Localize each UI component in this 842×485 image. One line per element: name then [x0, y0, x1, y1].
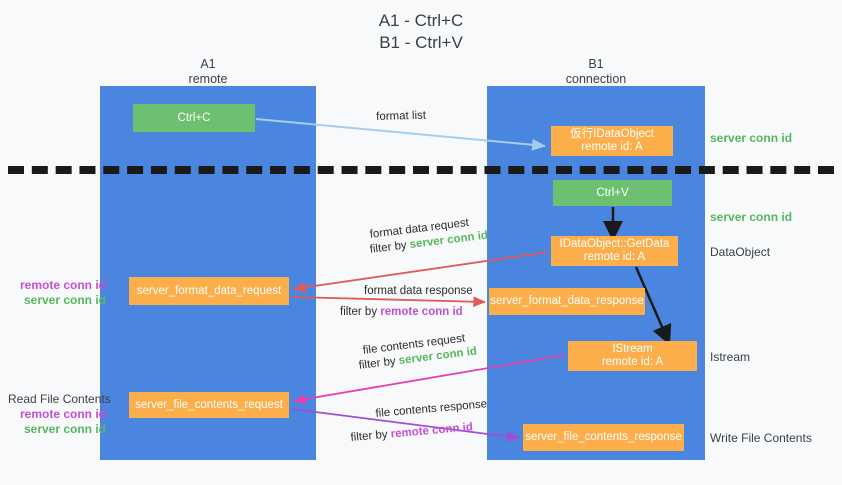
box-idataobject[interactable]: 仮行IDataObject remote id: A	[551, 126, 673, 156]
filter-value-remote-conn-id: remote conn id	[380, 306, 463, 318]
box-ctrl-v[interactable]: Ctrl+V	[553, 180, 672, 206]
box-idataobject-line1: 仮行IDataObject	[570, 128, 654, 140]
box-server-file-contents-response[interactable]: server_file_contents_response	[523, 424, 684, 451]
box-idataobject-getdata[interactable]: IDataObject::GetData remote id: A	[551, 236, 678, 266]
box-getdata-line2: remote id: A	[583, 251, 646, 263]
box-server-format-data-response-label: server_format_data_response	[490, 295, 644, 307]
note-dataobject: DataObject	[710, 245, 771, 259]
box-idataobject-line2: remote id: A	[581, 141, 643, 153]
box-server-format-data-request[interactable]: server_format_data_request	[129, 277, 289, 305]
lane-header-a1: A1 remote	[100, 57, 316, 87]
filter-value-remote-conn-id: remote conn id	[390, 421, 474, 441]
note-left-conn-ids-1: remote conn id server conn id	[8, 278, 106, 308]
box-server-file-contents-request-label: server_file_contents_request	[135, 398, 283, 411]
box-istream[interactable]: IStream remote id: A	[568, 341, 697, 371]
edge-label-format-data-response: format data response	[364, 285, 473, 297]
lane-a1-role: remote	[188, 72, 228, 86]
box-server-format-data-request-label: server_format_data_request	[136, 284, 282, 297]
lane-b1-name: B1	[588, 57, 604, 71]
note-left2-server: server conn id	[23, 422, 106, 436]
box-ctrl-c[interactable]: Ctrl+C	[133, 104, 255, 132]
note-server-conn-id-mid: server conn id	[710, 210, 793, 224]
box-server-file-contents-request[interactable]: server_file_contents_request	[129, 392, 289, 418]
box-istream-line1: IStream	[612, 343, 653, 355]
box-ctrl-v-label: Ctrl+V	[596, 186, 629, 199]
edge-label-format-data-response-filter: filter by remote conn id	[340, 305, 463, 320]
filter-prefix: filter by	[358, 355, 400, 372]
note-left2-remote: remote conn id	[19, 407, 106, 421]
box-istream-line2: remote id: A	[601, 356, 664, 368]
lane-b1-role: connection	[565, 72, 627, 86]
edge-label-file-contents-response-filter: filter by remote conn id	[350, 420, 474, 446]
box-server-format-data-response[interactable]: server_format_data_response	[489, 288, 645, 315]
note-istream: Istream	[710, 350, 751, 364]
box-server-file-contents-response-label: server_file_contents_response	[525, 431, 682, 443]
title-line-1: A1 - Ctrl+C	[378, 11, 464, 30]
note-left1-remote: remote conn id	[19, 278, 106, 292]
note-left1-server: server conn id	[23, 293, 106, 307]
filter-prefix: filter by	[340, 306, 381, 318]
divider-dashed-line	[8, 166, 834, 174]
edge-label-format-list: format list	[376, 109, 427, 123]
filter-prefix: filter by	[369, 239, 411, 256]
note-left-conn-ids-2: Read File Contents remote conn id server…	[8, 392, 111, 437]
edge-label-file-contents-response: file contents response	[375, 398, 488, 420]
note-write-file-contents: Write File Contents	[710, 431, 812, 445]
filter-prefix: filter by	[350, 428, 392, 444]
box-getdata-line1: IDataObject::GetData	[559, 238, 670, 250]
note-read-file-contents: Read File Contents	[8, 392, 111, 406]
box-ctrl-c-label: Ctrl+C	[177, 111, 211, 124]
lane-header-b1: B1 connection	[487, 57, 705, 87]
note-server-conn-id-top: server conn id	[710, 131, 793, 145]
diagram-title: A1 - Ctrl+C B1 - Ctrl+V	[0, 10, 842, 54]
title-line-2: B1 - Ctrl+V	[379, 33, 463, 52]
lane-a1-name: A1	[200, 57, 216, 71]
